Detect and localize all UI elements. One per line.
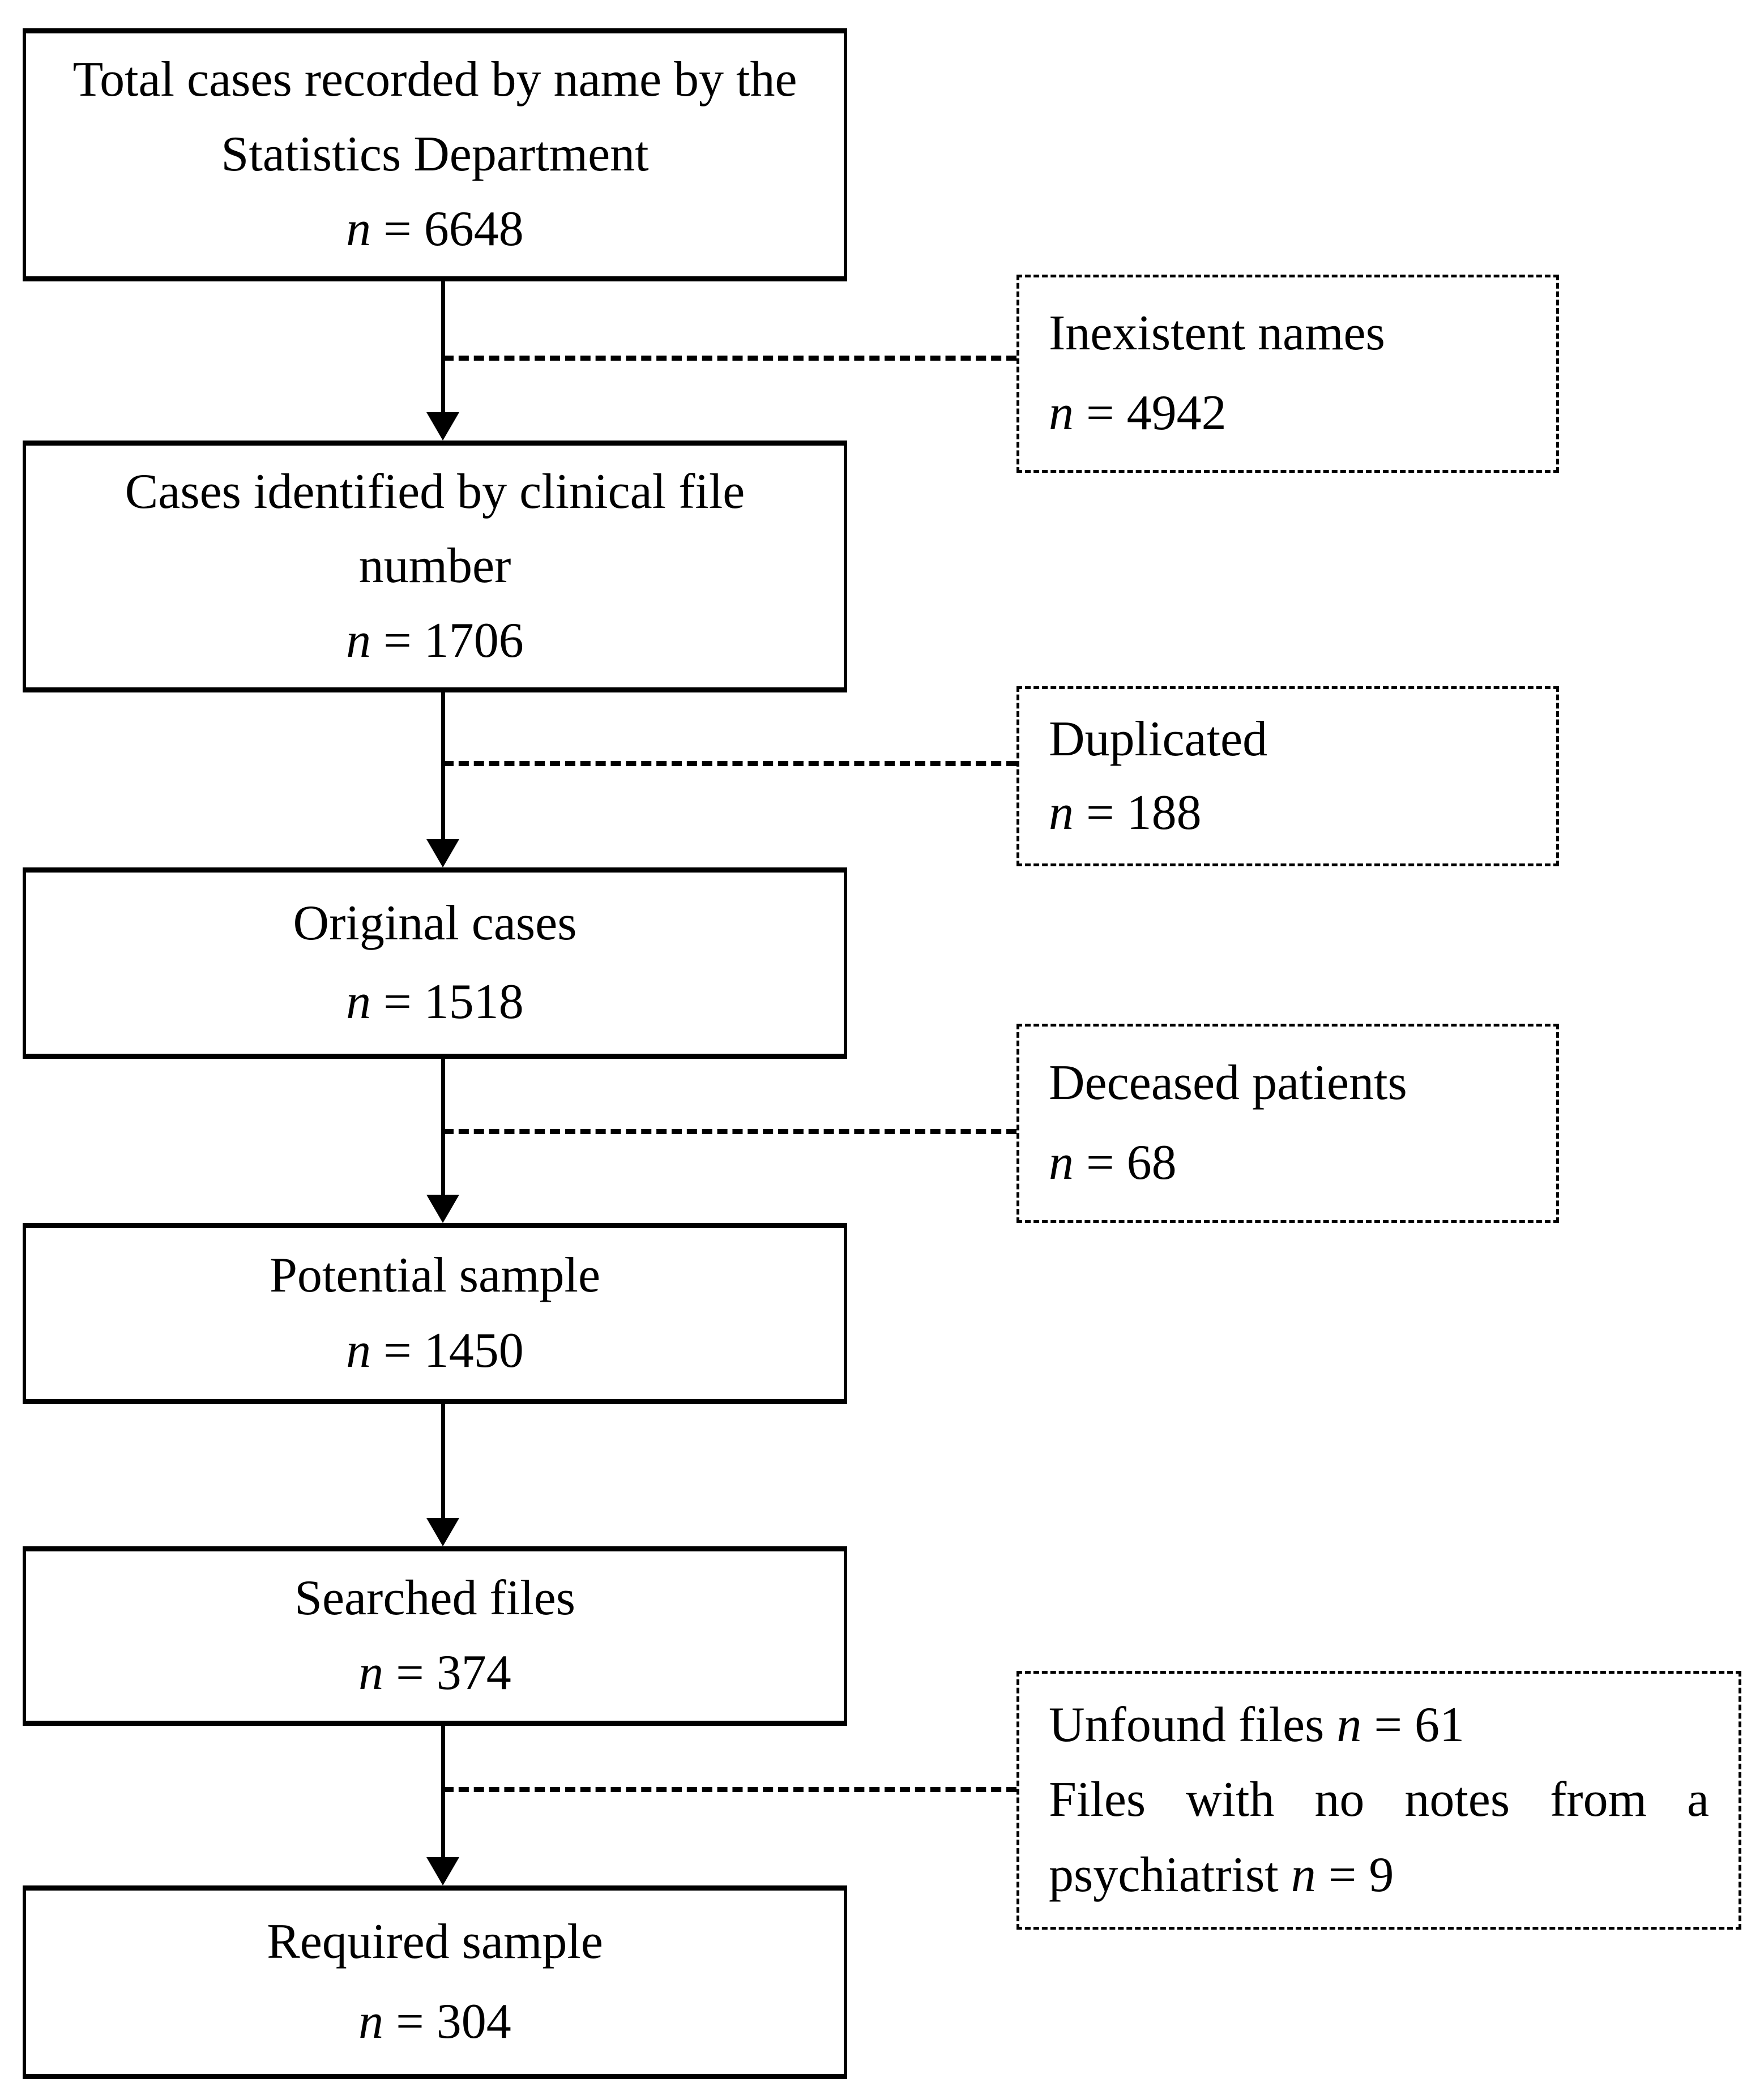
box-title-line: Total cases recorded by name by the xyxy=(72,52,797,108)
n-variable: n xyxy=(1049,1135,1074,1191)
box-count: n = 6648 xyxy=(346,202,524,258)
n-value: = 1450 xyxy=(371,1323,524,1379)
down-arrowhead-4 xyxy=(426,1518,459,1546)
down-arrow-line-4 xyxy=(441,1404,445,1520)
down-arrow-line-5 xyxy=(441,1726,445,1859)
n-variable: n xyxy=(1049,785,1074,840)
flow-box-searched-files: Searched files n = 374 xyxy=(23,1546,847,1726)
exclusion-line: Files with no notes from a xyxy=(1049,1772,1709,1828)
box-title-line: Potential sample xyxy=(269,1247,601,1303)
n-value: = 61 xyxy=(1361,1697,1465,1752)
n-variable: n xyxy=(1291,1847,1316,1902)
exclusion-label: Deceased patients xyxy=(1049,1055,1407,1110)
n-variable: n xyxy=(346,613,371,668)
n-value: = 4942 xyxy=(1074,386,1227,441)
exclusion-box-inexistent-names: Inexistent names n = 4942 xyxy=(1016,275,1559,473)
exclusion-box-unfound-files: Unfound files n = 61 Files with no notes… xyxy=(1016,1671,1741,1930)
exclusion-connector-2 xyxy=(443,761,1016,766)
n-value: = 68 xyxy=(1074,1135,1177,1191)
down-arrowhead-2 xyxy=(426,839,459,867)
flow-box-original-cases: Original cases n = 1518 xyxy=(23,867,847,1059)
box-title-line: Searched files xyxy=(294,1570,575,1626)
down-arrow-line-3 xyxy=(441,1059,445,1197)
box-title-line: number xyxy=(358,538,511,594)
down-arrow-line-2 xyxy=(441,692,445,841)
exclusion-label: Duplicated xyxy=(1049,711,1268,767)
down-arrowhead-3 xyxy=(426,1195,459,1223)
exclusion-count: n = 68 xyxy=(1049,1135,1527,1191)
exclusion-count: n = 4942 xyxy=(1049,386,1527,442)
flow-box-potential-sample: Potential sample n = 1450 xyxy=(23,1223,847,1404)
n-variable: n xyxy=(1049,386,1074,441)
box-title-line: Required sample xyxy=(267,1914,603,1970)
n-variable: n xyxy=(346,1323,371,1379)
box-count: n = 304 xyxy=(358,1994,511,2050)
n-variable: n xyxy=(358,1645,384,1701)
down-arrowhead-1 xyxy=(426,412,459,441)
box-count: n = 1450 xyxy=(346,1323,524,1379)
exclusion-connector-1 xyxy=(443,356,1016,361)
down-arrow-line-1 xyxy=(441,281,445,414)
exclusion-text: psychiatrist xyxy=(1049,1847,1291,1902)
flow-box-total-cases: Total cases recorded by name by the Stat… xyxy=(23,28,847,281)
box-title-line: Statistics Department xyxy=(221,127,649,182)
exclusion-line: psychiatrist n = 9 xyxy=(1049,1848,1709,1904)
n-value: = 1706 xyxy=(371,613,524,668)
flow-box-cases-identified: Cases identified by clinical file number… xyxy=(23,441,847,692)
box-count: n = 374 xyxy=(358,1645,511,1701)
n-variable: n xyxy=(358,1994,384,2050)
box-title-line: Cases identified by clinical file xyxy=(125,464,745,519)
n-variable: n xyxy=(346,974,371,1030)
n-variable: n xyxy=(1336,1697,1362,1752)
exclusion-box-duplicated: Duplicated n = 188 xyxy=(1016,686,1559,866)
exclusion-label: Inexistent names xyxy=(1049,306,1385,361)
n-value: = 6648 xyxy=(371,202,524,257)
n-value: = 1518 xyxy=(371,974,524,1030)
n-value: = 304 xyxy=(383,1994,511,2050)
exclusion-line: Unfound files n = 61 xyxy=(1049,1697,1709,1754)
n-value: = 374 xyxy=(383,1645,511,1701)
box-count: n = 1706 xyxy=(346,613,524,669)
exclusion-text: Unfound files xyxy=(1049,1697,1337,1752)
exclusion-connector-3 xyxy=(443,1129,1016,1134)
down-arrowhead-5 xyxy=(426,1857,459,1885)
exclusion-box-deceased-patients: Deceased patients n = 68 xyxy=(1016,1024,1559,1223)
exclusion-connector-4 xyxy=(443,1787,1016,1792)
n-value: = 9 xyxy=(1315,1847,1394,1902)
exclusion-count: n = 188 xyxy=(1049,785,1527,841)
box-title-line: Original cases xyxy=(293,895,577,951)
n-variable: n xyxy=(346,202,371,257)
box-count: n = 1518 xyxy=(346,974,524,1030)
n-value: = 188 xyxy=(1074,785,1202,840)
flow-box-required-sample: Required sample n = 304 xyxy=(23,1885,847,2079)
